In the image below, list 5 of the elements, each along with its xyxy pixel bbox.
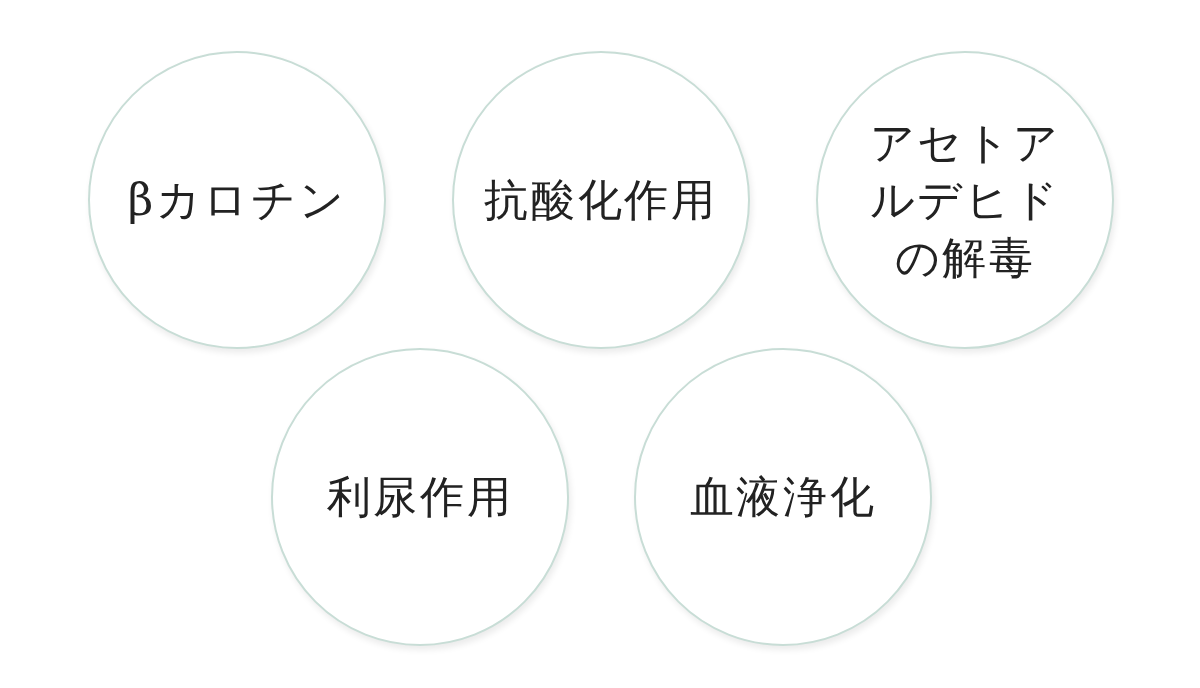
- circle-label: 血液浄化: [689, 470, 877, 525]
- circle-label: 抗酸化作用: [484, 173, 718, 228]
- circle-label: βカロチン: [127, 173, 347, 228]
- circle-label: 利尿作用: [326, 470, 514, 525]
- circle-label: アセトアルデヒドの解毒: [868, 116, 1062, 285]
